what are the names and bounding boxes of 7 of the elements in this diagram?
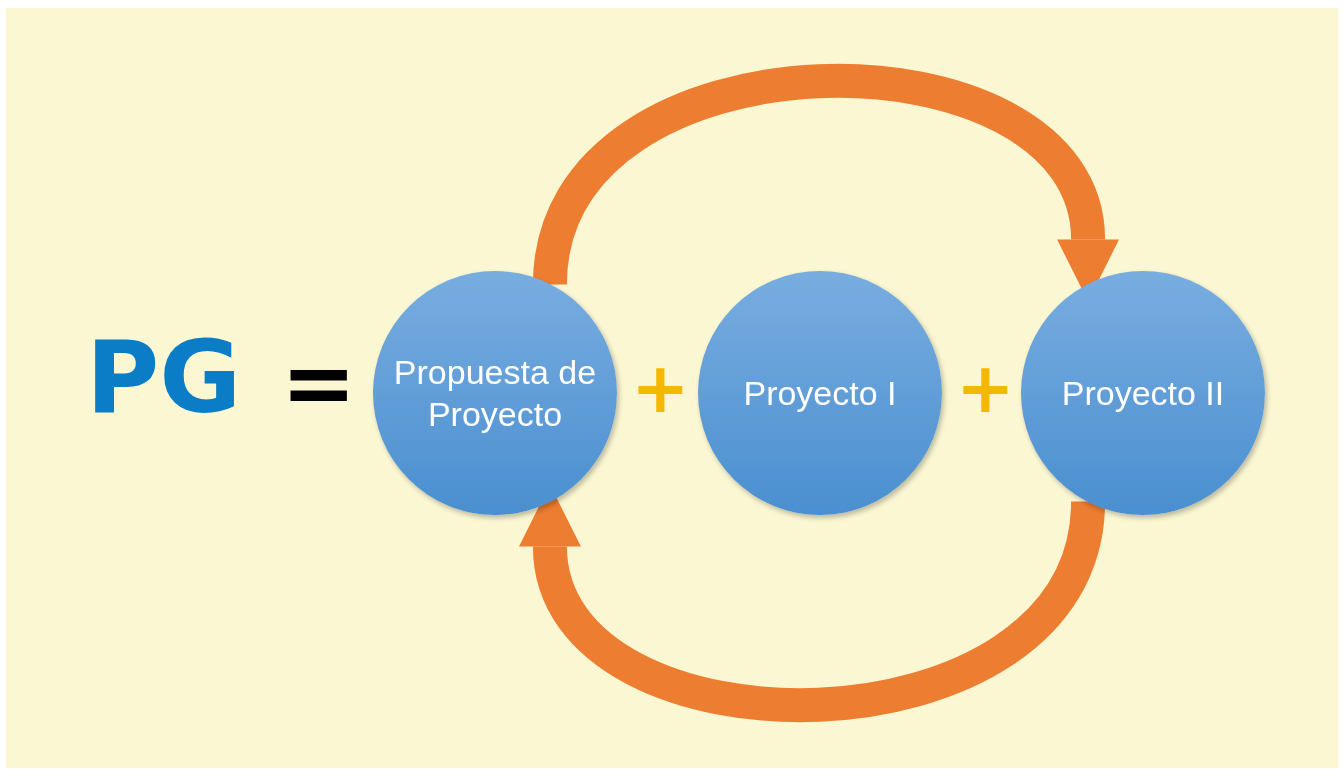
node-label: Proyecto II xyxy=(1061,373,1225,414)
node-label: Proyecto I xyxy=(743,373,897,414)
plus-sign: + xyxy=(956,353,1015,423)
plus-sign: + xyxy=(631,353,690,423)
formula-text: PG xyxy=(86,328,242,428)
node-label: Propuesta de Proyecto xyxy=(392,352,598,435)
equals-sign: = xyxy=(281,338,357,428)
